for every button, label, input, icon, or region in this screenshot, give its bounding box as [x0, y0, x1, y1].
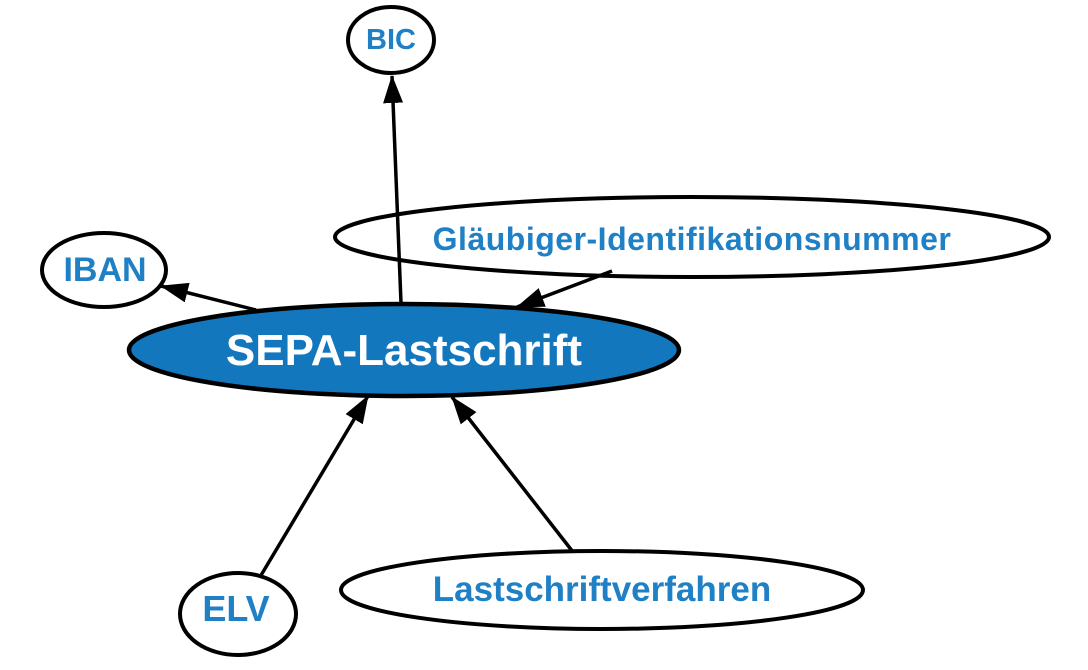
- node-lastschriftverfahren: [339, 549, 865, 631]
- lastschriftverfahren-node-ellipse: [339, 549, 865, 631]
- lastschriftverfahren-label: Lastschriftverfahren: [433, 570, 771, 609]
- iban-label: IBAN: [63, 251, 146, 289]
- node-sepa-lastschrift: SEPA-Lastschrift: [126, 301, 682, 399]
- glaeubiger-label: Gläubiger-Identifikationsnummer: [433, 221, 952, 257]
- elv-label: ELV: [202, 588, 269, 629]
- bic-node-ellipse: [346, 5, 436, 75]
- sepa-lastschrift-node-ellipse: [126, 301, 682, 399]
- edge-elv-to-sepa: [258, 395, 370, 578]
- edge-glaeubiger-to-sepa: [516, 269, 613, 309]
- node-elv: [178, 571, 298, 657]
- edge-sepa-to-iban: [160, 282, 257, 312]
- edge-sepa-to-bic: [383, 75, 404, 304]
- elv-node-ellipse: [178, 571, 298, 657]
- node-bic: [346, 5, 436, 75]
- node-iban: [40, 231, 168, 309]
- glaeubiger-node-ellipse: [333, 195, 1051, 279]
- bic-label: BIC: [366, 24, 416, 56]
- node-glaeubiger-identifikationsnummer: [333, 195, 1051, 279]
- edge-lastschriftverfahren-to-sepa: [450, 395, 575, 554]
- iban-node-ellipse: [40, 231, 168, 309]
- sepa-lastschrift-label: SEPA-Lastschrift: [226, 326, 582, 375]
